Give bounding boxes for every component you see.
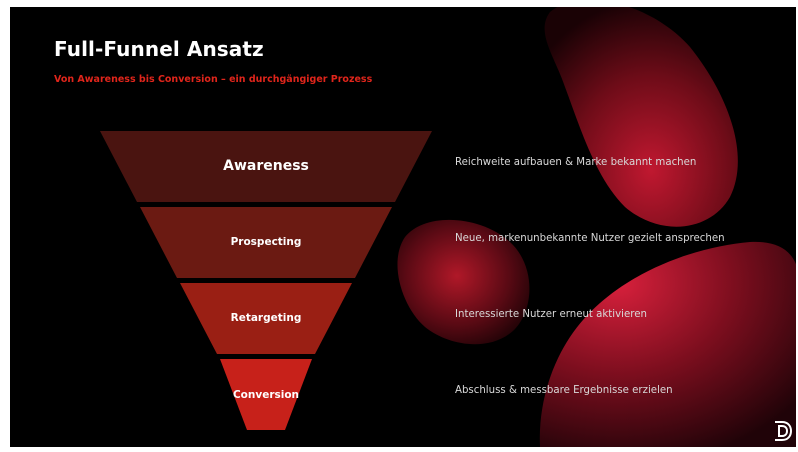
page-title: Full-Funnel Ansatz [54,37,264,61]
stage-label-prospecting: Prospecting [230,236,302,248]
funnel-stage-prospecting [140,207,392,278]
brand-logo-icon [775,421,793,441]
funnel-stage-awareness [100,131,432,202]
stage-label-conversion: Conversion [232,389,300,401]
decorative-blobs [397,7,796,447]
stage-description-conversion: Abschluss & messbare Ergebnisse erzielen [455,385,673,396]
funnel-stage-retargeting [180,283,352,354]
blob-top-right [544,7,738,227]
funnel-diagram [100,131,432,430]
stage-description-awareness: Reichweite aufbauen & Marke bekannt mach… [455,157,697,168]
stage-description-retargeting: Interessierte Nutzer erneut aktivieren [455,309,647,320]
slide: Full-Funnel Ansatz Von Awareness bis Con… [10,7,796,447]
blob-middle [397,219,530,345]
blob-bottom-right [539,241,796,447]
stage-description-prospecting: Neue, markenunbekannte Nutzer gezielt an… [455,233,725,244]
stage-label-awareness: Awareness [223,158,309,174]
page-subtitle: Von Awareness bis Conversion – ein durch… [54,74,373,85]
stage-label-retargeting: Retargeting [230,312,302,324]
funnel-stage-conversion [220,359,312,430]
